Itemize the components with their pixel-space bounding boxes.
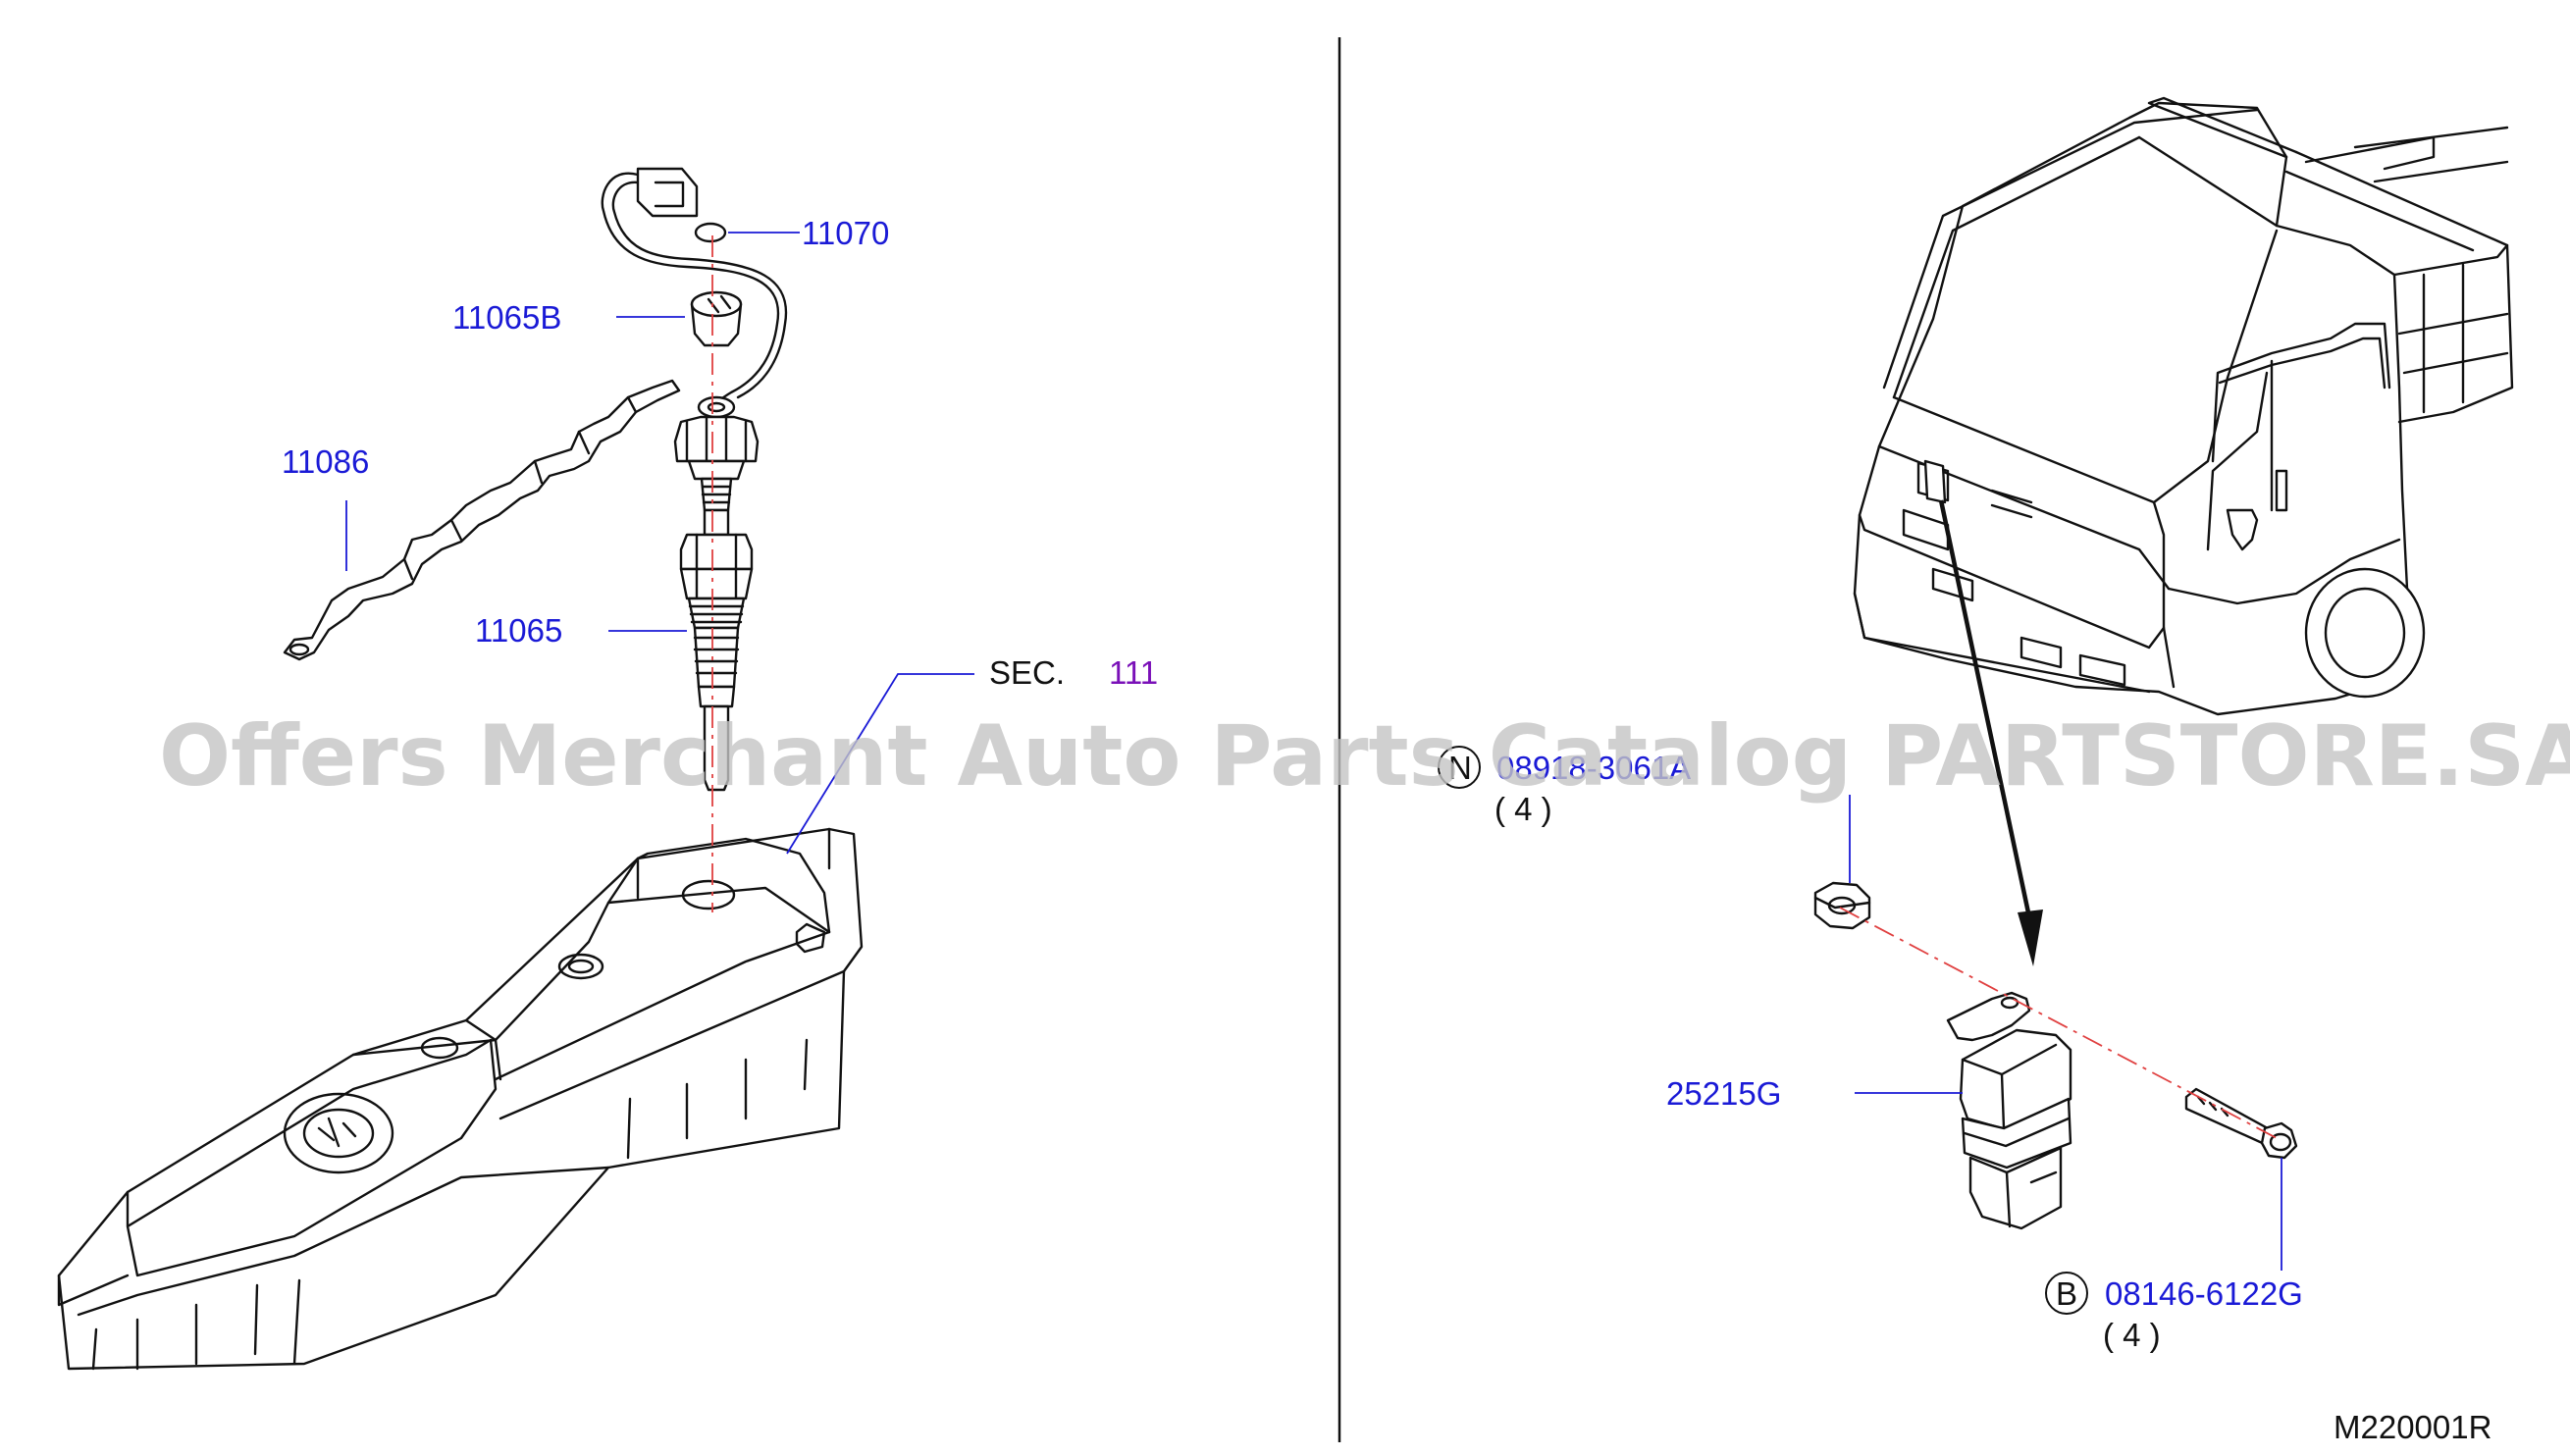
section-prefix: SEC. [989, 654, 1065, 691]
engine-head-drawing [57, 827, 864, 1371]
nut-quantity: ( 4 ) [1495, 791, 1552, 827]
glow-plug-wire [601, 167, 788, 422]
part-label-11065[interactable]: 11065 [475, 612, 562, 649]
right-leader-lines [1849, 795, 2282, 1271]
terminal-nut-11065b [690, 290, 743, 347]
nut-marker-circle [1438, 746, 1481, 789]
watermark-text: Offers Merchant Auto Parts Catalog PARTS… [159, 707, 2570, 806]
washer-11070 [694, 222, 727, 243]
figure-id: M220001R [2334, 1409, 2491, 1445]
location-arrow [1938, 499, 2043, 966]
part-label-11065b[interactable]: 11065B [452, 299, 561, 336]
bolt-quantity: ( 4 ) [2103, 1317, 2161, 1353]
hex-bolt [2184, 1087, 2298, 1160]
glow-relay-25215g [1946, 991, 2072, 1230]
bolt-marker: B [2056, 1275, 2077, 1312]
glow-plug-11065 [673, 415, 760, 792]
nut-marker: N [1448, 750, 1472, 786]
relay-centerline [1839, 907, 2278, 1139]
part-label-nut[interactable]: 08918-3061A [1496, 750, 1691, 786]
part-label-11070[interactable]: 11070 [802, 215, 889, 251]
truck-drawing [1853, 96, 2514, 716]
bracket-11086 [283, 379, 681, 661]
part-label-11086[interactable]: 11086 [282, 443, 369, 480]
bolt-marker-circle [2045, 1272, 2088, 1315]
hex-nut [1813, 881, 1871, 930]
left-leader-lines [345, 232, 974, 855]
part-label-bolt[interactable]: 08146-6122G [2105, 1275, 2303, 1312]
section-link-111[interactable]: 111 [1109, 654, 1158, 691]
part-label-25215g[interactable]: 25215G [1666, 1075, 1781, 1112]
